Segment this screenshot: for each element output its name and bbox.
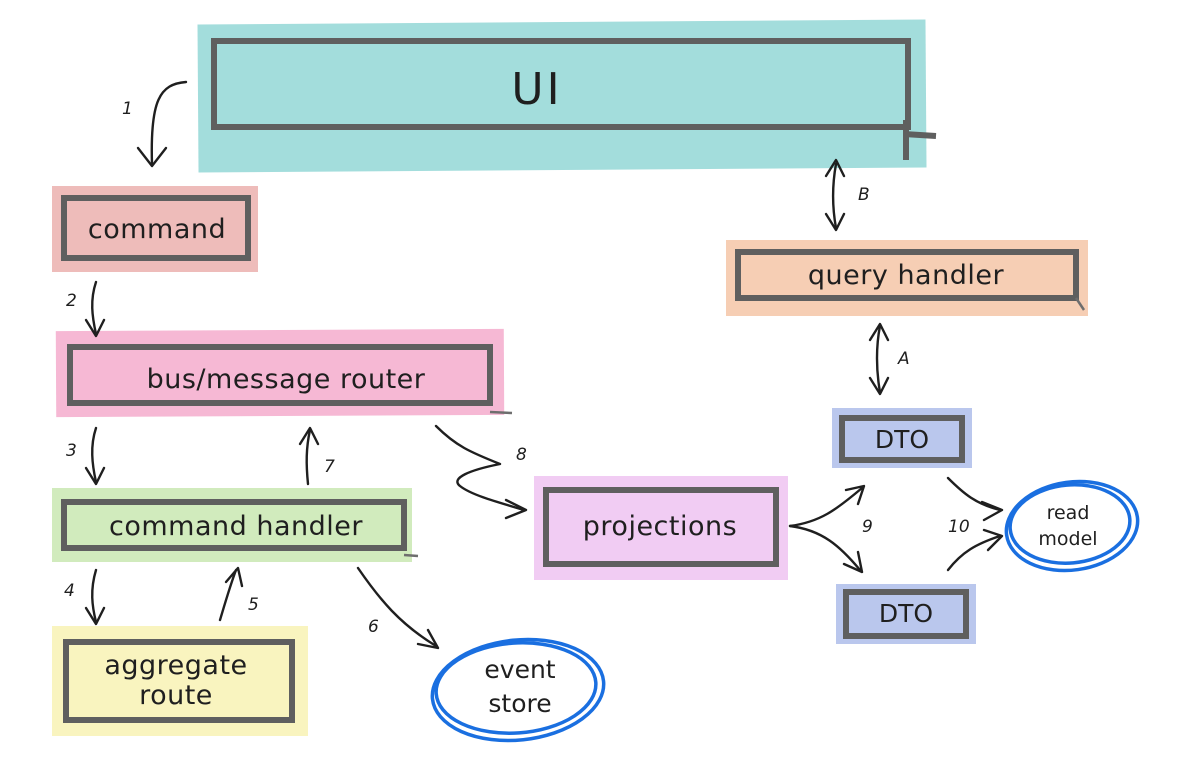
ui-highlight <box>197 19 927 173</box>
query-handler-node: query handler <box>726 240 1088 316</box>
command-handler-frame-tail <box>403 553 419 558</box>
arrow-7: 7 <box>298 426 335 486</box>
dto-bottom-label: DTO <box>879 599 933 628</box>
event-store-oval-outer <box>430 637 606 743</box>
ui-frame <box>211 38 911 130</box>
event-store-label-line1: event <box>484 655 555 684</box>
step-label-6: 6 <box>368 617 379 637</box>
arrow-4: 4 <box>64 568 106 626</box>
read-model-label-line2: model <box>1038 528 1097 550</box>
aggregate-frame <box>63 639 295 723</box>
arrow-5: 5 <box>218 566 259 622</box>
step-label-8: 8 <box>516 445 527 465</box>
bus-frame <box>67 344 493 406</box>
arrow-10: 10 <box>946 476 1004 572</box>
step-label-4: 4 <box>64 581 75 601</box>
aggregate-label-line2: route <box>139 680 213 711</box>
aggregate-label-line1: aggregate <box>104 650 247 681</box>
arrow-1: 1 <box>122 80 188 168</box>
step-label-5: 5 <box>248 595 259 615</box>
read-model-oval-outer <box>1004 479 1140 573</box>
event-store-label-line2: store <box>488 689 551 718</box>
arrow-2: 2 <box>66 280 106 338</box>
query-handler-label: query handler <box>808 260 1005 291</box>
query-handler-frame <box>735 249 1079 301</box>
arrow-a: A <box>868 322 910 396</box>
event-store-node: event store <box>430 637 606 743</box>
projections-frame <box>543 487 779 567</box>
dto-top-label: DTO <box>875 425 929 454</box>
projections-node: projections <box>534 476 788 580</box>
dto-top-frame <box>839 415 965 463</box>
read-model-node: read model <box>1004 479 1140 573</box>
command-handler-label: command handler <box>109 511 363 542</box>
aggregate-node: aggregate route <box>52 626 308 736</box>
dto-top-node: DTO <box>832 408 972 468</box>
dto-bottom-node: DTO <box>836 584 976 644</box>
bus-label: bus/message router <box>147 364 426 395</box>
dto-bottom-frame <box>843 589 969 639</box>
step-label-1: 1 <box>122 99 133 119</box>
command-handler-node: command handler <box>52 488 419 562</box>
command-label: command <box>88 214 226 245</box>
bus-frame-tail <box>489 410 513 415</box>
step-label-2: 2 <box>66 291 77 311</box>
bus-highlight <box>55 328 505 418</box>
read-model-oval-inner <box>1008 483 1132 565</box>
projections-label: projections <box>583 511 737 542</box>
command-node: command <box>52 186 258 272</box>
step-label-a: A <box>897 349 910 369</box>
step-label-7: 7 <box>324 457 335 477</box>
step-label-b: B <box>858 185 870 205</box>
step-label-10: 10 <box>948 517 970 537</box>
ui-frame-tail <box>903 131 937 139</box>
command-handler-frame <box>61 499 407 551</box>
arrow-b: B <box>824 158 870 232</box>
bus-node: bus/message router <box>55 328 513 418</box>
read-model-label-line1: read <box>1047 502 1090 524</box>
query-handler-frame-tail <box>1074 297 1086 311</box>
step-label-9: 9 <box>862 517 873 537</box>
arrow-6: 6 <box>356 566 440 650</box>
event-store-oval-inner <box>434 641 598 735</box>
step-label-3: 3 <box>66 441 77 461</box>
arrow-9: 9 <box>788 484 873 574</box>
arrow-3: 3 <box>66 426 106 486</box>
arrow-8: 8 <box>434 424 528 520</box>
ui-node: UI <box>197 19 937 173</box>
ui-label: UI <box>511 64 562 115</box>
command-frame <box>61 195 251 261</box>
